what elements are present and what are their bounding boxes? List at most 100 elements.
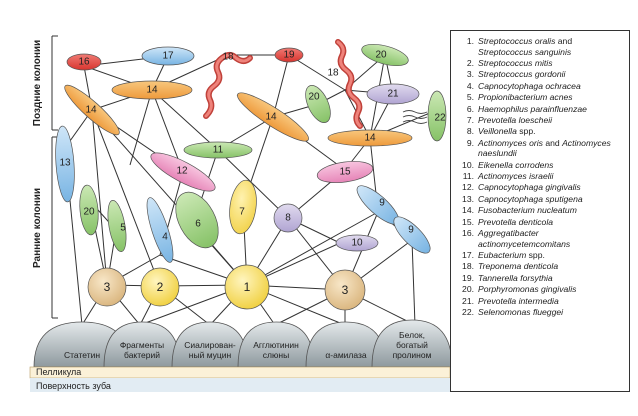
bacterium-20c bbox=[361, 43, 409, 67]
label-20c: 20 bbox=[375, 50, 387, 61]
bacterium-20a bbox=[79, 184, 99, 236]
bacterium-13 bbox=[55, 125, 75, 203]
pellicle-label: Пелликула bbox=[36, 367, 81, 377]
legend-item: 1.Streptococcus oralis and Streptococcus… bbox=[466, 36, 573, 57]
bacterium-1 bbox=[224, 264, 270, 310]
legend-item: 9.Actinomyces oris and Actinomyces naesl… bbox=[466, 137, 611, 159]
tooth-surface-strip bbox=[30, 378, 450, 392]
bacterium-16 bbox=[66, 53, 102, 71]
receptor-domes bbox=[33, 319, 453, 368]
label-2: 2 bbox=[157, 280, 164, 294]
bacterium-3a bbox=[87, 267, 127, 307]
late-colonizers-label: Поздние колонии bbox=[32, 40, 43, 126]
bacterium-6 bbox=[175, 191, 219, 249]
label-18a: 18 bbox=[222, 52, 234, 63]
legend-item: 10.Eikenella corrodens bbox=[462, 159, 554, 170]
receptor-label-sialylated-mucin: Сиалирован-ный муцин bbox=[184, 340, 236, 360]
bacterium-8 bbox=[273, 203, 303, 233]
legend-item: 12.Capnocytophaga gingivalis bbox=[462, 182, 581, 193]
label-22: 22 bbox=[434, 113, 446, 124]
bacterium-9b bbox=[393, 216, 431, 254]
early-colonizers-label: Ранние колонии bbox=[32, 188, 43, 268]
legend-item: 19.Tannerella forsythia bbox=[462, 272, 553, 283]
label-10: 10 bbox=[351, 238, 363, 249]
bacterium-5 bbox=[107, 200, 127, 252]
bacterium-17 bbox=[141, 46, 195, 66]
label-12: 12 bbox=[176, 166, 188, 177]
label-21: 21 bbox=[387, 89, 399, 100]
bacterium-18b-highlight bbox=[336, 40, 362, 128]
label-3a: 3 bbox=[104, 280, 111, 294]
legend-item: 2.Streptococcus mitis bbox=[466, 57, 553, 68]
bacterium-12 bbox=[150, 152, 216, 192]
label-11: 11 bbox=[213, 145, 224, 156]
bacterium-21 bbox=[366, 83, 420, 105]
legend-item: 20.Porphyromonas gingivalis bbox=[462, 284, 577, 295]
bacterium-14b bbox=[111, 80, 193, 100]
label-19: 19 bbox=[283, 50, 295, 61]
label-14d: 14 bbox=[364, 133, 376, 144]
bacterium-18a-highlight bbox=[204, 53, 252, 118]
legend-item: 22.Selenomonas flueggei bbox=[462, 306, 564, 317]
bacterium-20b bbox=[305, 85, 331, 123]
receptor-label-alpha-amylase: α-амилаза bbox=[325, 350, 367, 360]
label-16: 16 bbox=[78, 57, 90, 68]
receptor-label-statherin: Статетин bbox=[64, 350, 100, 360]
tooth-surface-label: Поверхность зуба bbox=[36, 381, 111, 391]
label-20a: 20 bbox=[83, 207, 95, 218]
bacterium-11 bbox=[183, 141, 253, 159]
label-20b: 20 bbox=[308, 92, 320, 103]
bacterium-19 bbox=[274, 47, 304, 63]
bacterium-7 bbox=[229, 179, 257, 235]
bacteria: 16 17 18 19 18 20 21 22 14 1 bbox=[55, 39, 447, 311]
legend-item: 8.Veillonella spp. bbox=[466, 126, 536, 137]
label-5: 5 bbox=[120, 223, 126, 234]
label-6: 6 bbox=[195, 219, 201, 230]
legend-item: 11.Actinomyces israelii bbox=[462, 171, 554, 182]
pellicle-strip bbox=[29, 366, 451, 379]
bacterium-2 bbox=[140, 267, 180, 307]
label-4: 4 bbox=[162, 232, 168, 243]
legend-item: 18.Treponema denticola bbox=[462, 261, 559, 272]
label-8: 8 bbox=[285, 213, 291, 224]
bacterium-15 bbox=[316, 161, 374, 183]
label-18b: 18 bbox=[327, 68, 339, 79]
legend-item: 3.Streptococcus gordonii bbox=[466, 69, 566, 80]
legend-item: 21.Prevotella intermedia bbox=[462, 295, 559, 306]
label-3b: 3 bbox=[342, 283, 349, 297]
bacterium-22 bbox=[427, 90, 447, 142]
legend-item: 13.Capnocytophaga sputigena bbox=[462, 193, 583, 204]
species-legend: 1.Streptococcus oralis and Streptococcus… bbox=[450, 30, 630, 392]
legend-item: 5.Propionibacterium acnes bbox=[466, 92, 573, 103]
label-7: 7 bbox=[239, 207, 245, 218]
label-1: 1 bbox=[244, 280, 251, 294]
legend-item: 6.Haemophilus parainfluenzae bbox=[466, 103, 587, 114]
side-bracket-late bbox=[51, 35, 58, 131]
label-13: 13 bbox=[59, 158, 71, 169]
legend-list: 1.Streptococcus oralis and Streptococcus… bbox=[455, 36, 625, 318]
bacterium-14a bbox=[64, 84, 120, 136]
label-14a: 14 bbox=[85, 105, 97, 116]
legend-item: 4.Capnocytophaga ochracea bbox=[466, 80, 581, 91]
legend-item: 7.Prevotella loescheii bbox=[466, 114, 553, 125]
legend-item: 15.Prevotella denticola bbox=[462, 216, 554, 227]
legend-item: 16.Aggregatibacter actinomycetemcomitans bbox=[462, 228, 571, 249]
bacterium-14c bbox=[237, 92, 309, 142]
bacterium-10 bbox=[335, 234, 379, 252]
label-9a: 9 bbox=[379, 198, 385, 209]
label-17: 17 bbox=[162, 51, 174, 62]
label-9b: 9 bbox=[408, 225, 414, 236]
label-14c: 14 bbox=[265, 112, 277, 123]
label-15: 15 bbox=[339, 167, 351, 178]
flagella-22 bbox=[402, 110, 428, 124]
bacterium-14d bbox=[327, 129, 413, 147]
legend-item: 14.Fusobacterium nucleatum bbox=[462, 205, 577, 216]
bacterium-3b bbox=[324, 269, 366, 311]
legend-item: 17.Eubacterium spp. bbox=[462, 250, 545, 261]
bacterium-4 bbox=[146, 197, 174, 263]
